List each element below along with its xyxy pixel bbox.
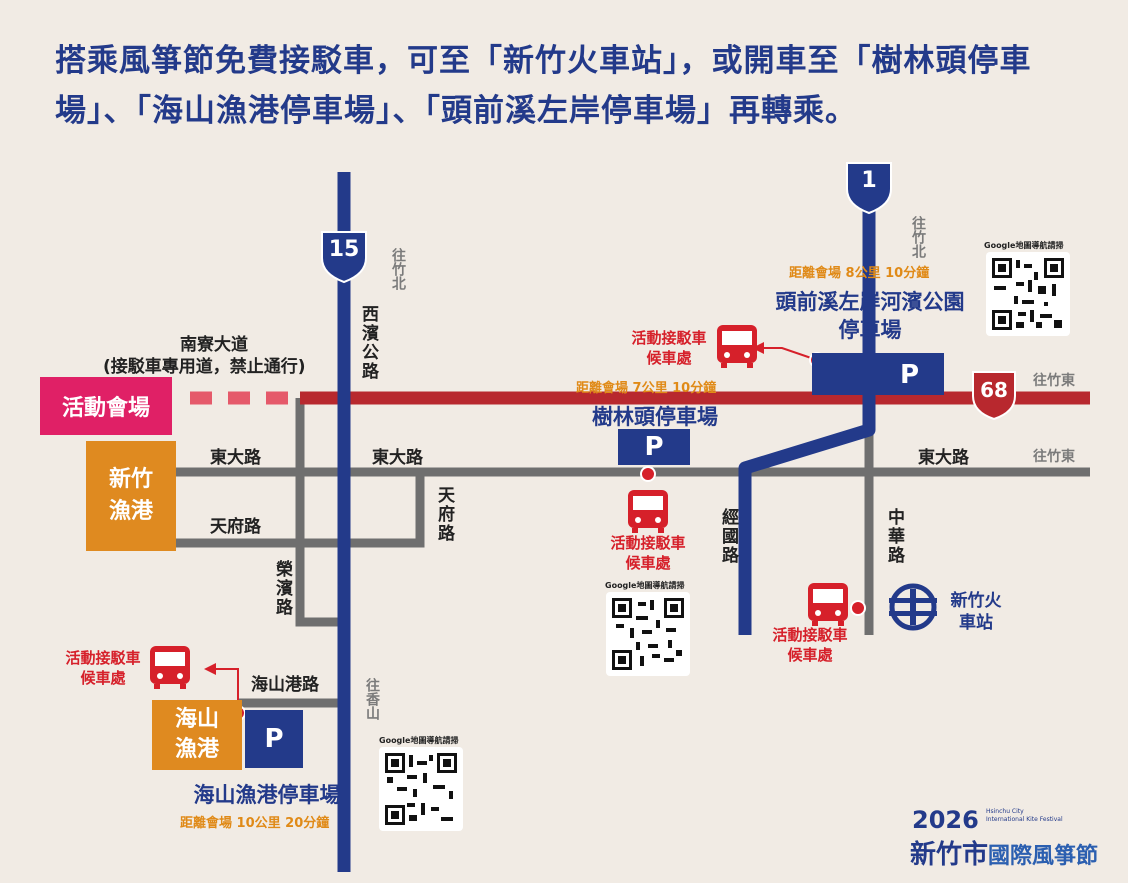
qr-pattern (992, 258, 1064, 330)
toucian-name-2: 停車場 (838, 318, 902, 342)
qr-code-haishan[interactable] (379, 747, 463, 831)
haishan-harbor-box: 海山漁港 (152, 700, 242, 770)
bus-icon-station (808, 583, 848, 626)
highway-15-shield (321, 231, 367, 284)
zhonghua-label: 中華路 (884, 508, 904, 565)
to-zhubei-label-1: 往竹北 (390, 248, 406, 290)
arrow-haishan (212, 668, 239, 713)
shulin-distance: 距離會場 7公里 10分鐘 (576, 381, 717, 396)
headline: 搭乘風箏節免費接駁車，可至「新竹火車站」，或開車至「樹林頭停車場」、「海山漁港停… (55, 43, 1032, 129)
logo-sub2: International Kite Festival (986, 816, 1063, 823)
tianfu-label-h: 天府路 (210, 517, 261, 537)
rongbin-road-line (295, 398, 342, 627)
highway-15-label: 15 (328, 237, 360, 262)
to-xiangshan-label: 往香山 (364, 678, 380, 720)
shuttle-label-station: 活動接駁車候車處 (772, 626, 848, 664)
toucian-name-1: 頭前溪左岸河濱公園 (775, 290, 965, 314)
shuttle-label-shulin: 活動接駁車候車處 (610, 534, 686, 572)
arrow-toucian (760, 347, 818, 361)
rongbin-label: 榮濱路 (272, 560, 292, 617)
toucian-distance: 距離會場 8公里 10分鐘 (789, 266, 930, 281)
logo-sub1: Hsinchu City (986, 808, 1024, 815)
logo-festival: 國際風箏節 (988, 844, 1099, 869)
shuttle-label-toucian: 活動接駁車候車處 (631, 329, 707, 367)
tianfu-road-line (176, 472, 425, 548)
xinzhu-harbor-box: 新竹漁港 (86, 441, 176, 551)
haishangang-label: 海山港路 (251, 675, 319, 695)
haishan-distance: 距離會場 10公里 20分鐘 (180, 816, 330, 831)
venue-box: 活動會場 (40, 377, 172, 435)
haishan-parking-name: 海山漁港停車場 (193, 783, 341, 807)
station-label: 新竹火車站 (950, 591, 1002, 633)
highway-68-label: 68 (980, 378, 1008, 402)
xibin-label: 西濱公路 (358, 305, 378, 381)
highway-68-shield (972, 371, 1016, 421)
shulin-name: 樹林頭停車場 (592, 405, 718, 429)
logo-city: 新竹市 (910, 840, 989, 870)
highway-1-label: 1 (861, 168, 877, 193)
bus-icon-toucian (717, 325, 757, 368)
highway-1-shield (846, 162, 892, 215)
logo-year: 2026 (912, 806, 979, 834)
dongda-label-3: 東大路 (918, 448, 969, 468)
dongda-label-1: 東大路 (210, 448, 261, 468)
bus-icon-haishan (150, 646, 190, 689)
parking-toucian-box: P (812, 353, 944, 395)
to-zhudong-label-1: 往竹東 (1033, 373, 1075, 389)
qr-code-shulin[interactable] (606, 592, 690, 676)
bus-icon-shulin (628, 490, 668, 533)
to-zhudong-label-2: 往竹東 (1033, 449, 1075, 465)
qr-caption-shulin: Google地圖導航請掃 (605, 581, 685, 590)
train-station-icon (889, 583, 937, 631)
qr-pattern (612, 598, 684, 670)
dongda-label-2: 東大路 (372, 448, 423, 468)
qr-caption-toucian: Google地圖導航請掃 (984, 241, 1064, 250)
jingguo-label: 經國路 (718, 508, 738, 565)
qr-caption-haishan: Google地圖導航請掃 (379, 736, 459, 745)
parking-shulin-box: P (618, 429, 690, 465)
parking-haishan-box: P (245, 710, 303, 768)
logo-title: 新竹市國際風箏節 (910, 834, 1098, 871)
tianfu-label-v: 天府路 (434, 486, 454, 543)
parking-icon: P (900, 360, 920, 390)
nanliao-title: 南寮大道 (180, 335, 248, 355)
highway-1-line (738, 205, 876, 635)
qr-code-toucian[interactable] (986, 252, 1070, 336)
shuttle-label-haishan: 活動接駁車候車處 (65, 649, 141, 687)
nanliao-note: (接駁車專用道，禁止通行) (103, 357, 306, 377)
to-zhubei-label-2: 往竹北 (910, 216, 926, 258)
qr-pattern (385, 753, 457, 825)
